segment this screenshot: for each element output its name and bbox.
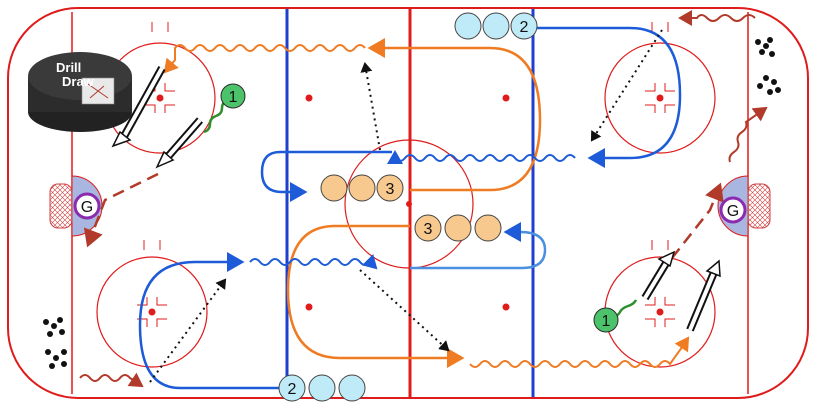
- goalie-label: G: [727, 203, 739, 220]
- drilldraw-logo: Drill Draw: [28, 52, 132, 132]
- pass-line: [360, 62, 381, 151]
- player-label-2: 2: [520, 19, 529, 36]
- net-left: [49, 183, 73, 229]
- skate-path-orange-top: [678, 10, 756, 26]
- skate-path-blue-left-loop: [260, 150, 392, 202]
- player-group-2-top: 2: [454, 12, 538, 40]
- skate-path-orange-wave: [163, 44, 366, 74]
- player-label-2: 2: [288, 381, 297, 398]
- goalie-left: G: [73, 192, 101, 220]
- skate-path-brown-bottom-left: [79, 372, 144, 388]
- faceoff-circle-top-right: [604, 22, 716, 154]
- skate-path-brown-left: [83, 172, 159, 248]
- skate-path-blue-right-loop: [410, 222, 547, 270]
- puck-pile: [43, 317, 67, 369]
- faceoff-dot: [502, 303, 510, 311]
- faceoff-dot: [305, 94, 313, 102]
- skate-path-blue-bottom-left: [138, 252, 282, 390]
- logo-text-line2: Draw: [62, 74, 95, 89]
- center-circle: [344, 139, 474, 269]
- skate-path-brown-up-right: [728, 106, 768, 163]
- skate-path-orange-curve-bottom: [286, 224, 465, 368]
- faceoff-dot: [305, 303, 313, 311]
- shot-arrow: [686, 259, 721, 332]
- player-label-1: 1: [602, 313, 611, 330]
- goalie-label: G: [81, 199, 93, 216]
- shot-arrow: [641, 250, 676, 301]
- player-label-1: 1: [229, 89, 238, 106]
- shot-arrow: [111, 66, 166, 148]
- center-dot: [406, 201, 412, 207]
- faceoff-circle-bottom-left: [96, 240, 208, 368]
- skate-path-orange-wave-bottom: [469, 336, 690, 368]
- faceoff-dot: [502, 94, 510, 102]
- player-group-2-bottom: 2: [278, 374, 366, 402]
- shot-arrow: [155, 117, 204, 169]
- player-group-3-top: 3: [320, 174, 404, 202]
- skate-path-blue-wave-mid: [387, 150, 576, 164]
- skate-path-brown-right: [671, 182, 724, 259]
- shooter-right: 1: [593, 307, 619, 333]
- shooter-left: 1: [220, 83, 246, 109]
- stickhandle-green-top: [203, 98, 229, 134]
- player-label-3: 3: [386, 181, 395, 198]
- player-label-3: 3: [424, 221, 433, 238]
- pass-line: [590, 29, 663, 142]
- skate-path-orange-curve-top: [367, 38, 542, 192]
- pass-line: [359, 269, 450, 352]
- skate-path-blue-wave-bottom: [249, 253, 378, 270]
- puck-pile: [755, 37, 781, 95]
- net-right: [747, 183, 771, 229]
- skate-path-blue-top-right: [533, 26, 682, 168]
- goalie-right: G: [719, 196, 747, 224]
- logo-text-line1: Drill: [56, 60, 81, 75]
- player-group-3-bottom: 3: [414, 214, 502, 242]
